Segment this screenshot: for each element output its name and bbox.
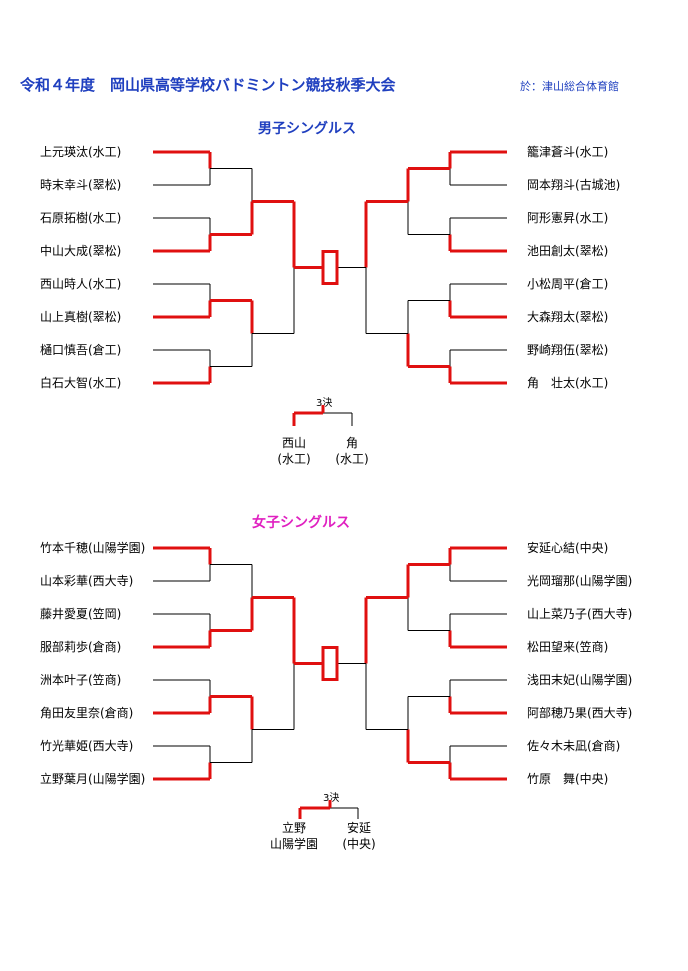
- mens-left-player: 石原拓樹(水工): [40, 211, 122, 225]
- womens-right-player: 佐々木未凪(倉商): [527, 739, 621, 753]
- womens-left-player: 立野葉月(山陽学園): [40, 772, 146, 786]
- mens-right-player: 角 壮太(水工): [527, 376, 609, 390]
- mens-right-player: 阿形憲昇(水工): [527, 211, 609, 225]
- page-title: 令和４年度 岡山県高等学校バドミントン競技秋季大会: [20, 76, 396, 94]
- womens-right-player: 阿部穂乃果(西大寺): [527, 706, 633, 720]
- womens-left-player: 竹本千穂(山陽学園): [40, 541, 146, 555]
- womens-third-place-label: 3決: [323, 793, 340, 804]
- mens-left-player: 西山時人(水工): [40, 277, 122, 291]
- womens-third-right-name: 安延: [346, 821, 371, 835]
- mens-final-box: [321, 250, 339, 285]
- womens-third-right-school: (中央): [342, 837, 376, 851]
- mens-left-player: 時末幸斗(翠松): [40, 178, 122, 192]
- mens-singles-title: 男子シングルス: [258, 121, 356, 137]
- mens-right-player: 小松周平(倉工): [527, 277, 609, 291]
- womens-left-player: 服部莉歩(倉商): [40, 640, 122, 654]
- mens-left-player: 中山大成(翠松): [40, 244, 122, 258]
- womens-right-player: 安延心結(中央): [527, 541, 609, 555]
- mens-right-player: 籠津蒼斗(水工): [527, 145, 609, 159]
- womens-third-left-name: 立野: [281, 821, 306, 835]
- womens-right-player: 浅田末妃(山陽学園): [527, 673, 633, 687]
- womens-left-player: 山本彩華(西大寺): [40, 574, 134, 588]
- womens-right-player: 山上菜乃子(西大寺): [527, 607, 633, 621]
- mens-right-player: 野崎翔伍(翠松): [527, 343, 609, 357]
- venue-label: 於：津山総合体育館: [520, 80, 619, 93]
- mens-third-right-name: 角: [345, 436, 358, 450]
- mens-right-player: 池田創太(翠松): [527, 244, 609, 258]
- womens-singles-title: 女子シングルス: [252, 515, 350, 531]
- mens-left-player: 樋口慎吾(倉工): [40, 343, 122, 357]
- womens-left-player: 角田友里奈(倉商): [40, 706, 134, 720]
- womens-left-player: 藤井愛夏(笠岡): [40, 607, 122, 621]
- mens-right-player: 岡本翔斗(古城池): [527, 178, 621, 192]
- womens-right-player: 松田望来(笠商): [527, 640, 609, 654]
- womens-final-box: [321, 646, 339, 681]
- mens-right-player: 大森翔太(翠松): [527, 310, 609, 324]
- mens-third-left-school: (水工): [277, 452, 311, 466]
- mens-third-right-school: (水工): [335, 452, 369, 466]
- womens-right-player: 竹原 舞(中央): [527, 772, 609, 786]
- womens-left-player: 竹光華姫(西大寺): [40, 739, 134, 753]
- mens-left-player: 上元瑛汰(水工): [40, 145, 122, 159]
- womens-third-left-school: 山陽学園: [269, 837, 318, 851]
- mens-left-player: 白石大智(水工): [40, 376, 122, 390]
- womens-left-player: 洲本叶子(笠商): [40, 673, 122, 687]
- mens-third-left-name: 西山: [281, 436, 306, 450]
- mens-left-player: 山上真樹(翠松): [40, 310, 122, 324]
- mens-third-place-label: 3決: [316, 398, 333, 409]
- womens-right-player: 光岡瑠那(山陽学園): [527, 574, 633, 588]
